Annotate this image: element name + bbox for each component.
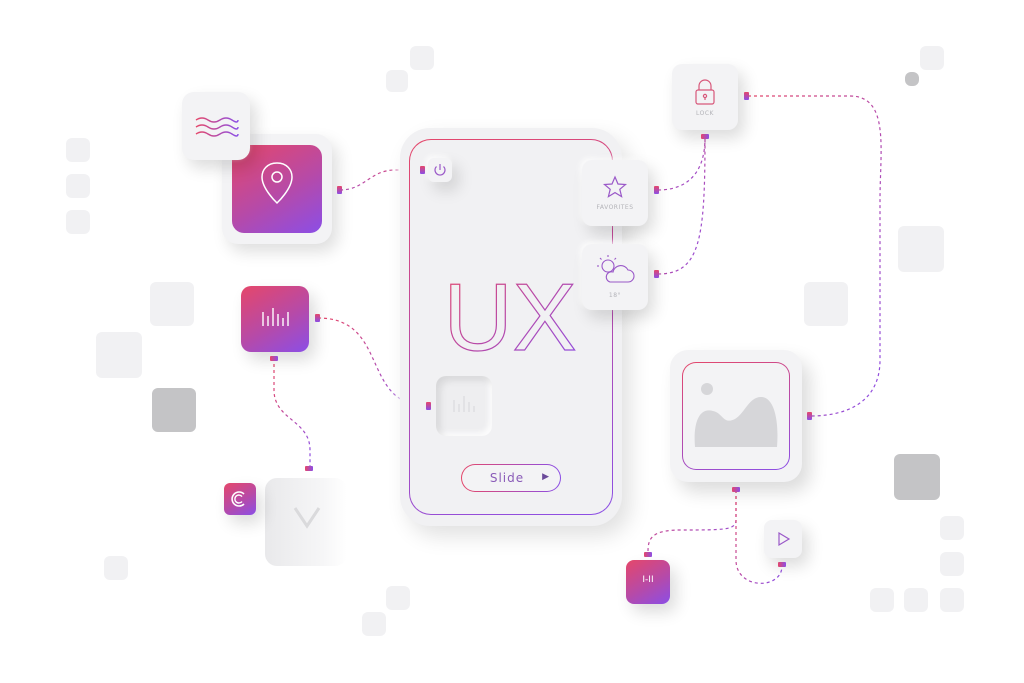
waves-tile[interactable] [182, 92, 250, 160]
slide-label: Slide [489, 471, 525, 485]
power-icon [434, 164, 446, 176]
bg-square [904, 588, 928, 612]
waves-icon [195, 117, 239, 137]
port [807, 412, 812, 420]
port [732, 487, 740, 492]
phone-screen [409, 139, 613, 515]
ghost-tile [265, 478, 347, 566]
port [420, 166, 425, 174]
favorites-label: FAVORITES [596, 204, 634, 211]
image-icon [694, 383, 778, 447]
bg-square-dark [905, 72, 919, 86]
port [305, 466, 313, 471]
bg-square [66, 138, 90, 162]
image-frame [682, 362, 790, 470]
media-label: I-II [642, 575, 654, 585]
port [337, 186, 342, 194]
port [654, 186, 659, 194]
bg-square [940, 516, 964, 540]
bg-square [898, 226, 944, 272]
chevron-mark-icon [293, 507, 321, 529]
equalizer-ghost-icon [453, 396, 475, 412]
lock-card[interactable]: LOCK [672, 64, 738, 130]
bg-square [940, 552, 964, 576]
port [644, 552, 652, 557]
weather-card[interactable]: 18° [582, 244, 648, 310]
equalizer-icon [262, 308, 289, 326]
bg-square [96, 332, 142, 378]
weather-icon [597, 255, 635, 283]
play-button[interactable] [764, 520, 802, 558]
wire-weather-lock [657, 137, 706, 275]
copyright-icon [231, 491, 245, 507]
favorites-card[interactable]: FAVORITES [582, 160, 648, 226]
port [315, 314, 320, 322]
power-button[interactable] [428, 158, 452, 182]
ux-headline-text: UX [443, 264, 576, 362]
bg-square [940, 588, 964, 612]
weather-label: 18° [608, 292, 622, 299]
wire-picture-play [735, 490, 783, 584]
port [426, 402, 431, 410]
bg-square [362, 612, 386, 636]
bg-square [870, 588, 894, 612]
wire-lock-picture [748, 95, 882, 417]
copyright-tile[interactable] [224, 483, 256, 515]
port [744, 92, 749, 100]
bg-square [804, 282, 848, 326]
bg-square [66, 174, 90, 198]
bg-square [386, 586, 410, 610]
wire-fav-lock [657, 137, 706, 191]
lock-label: LOCK [696, 110, 714, 117]
equalizer-slot[interactable] [436, 376, 492, 436]
wire-location-power [339, 169, 422, 191]
port [270, 356, 278, 361]
play-icon [778, 531, 791, 547]
ux-headline: UX [443, 263, 578, 362]
slide-button[interactable]: Slide ▶ [461, 464, 561, 492]
bg-square [920, 46, 944, 70]
bg-square-dark [152, 388, 196, 432]
bg-square [386, 70, 408, 92]
bg-square-dark [894, 454, 940, 500]
wire-eq-ghost [273, 358, 311, 468]
media-tile[interactable]: I-II [626, 560, 670, 604]
location-tile-face [232, 145, 322, 233]
lock-icon [695, 79, 715, 105]
location-pin-icon [261, 162, 293, 205]
bg-square [150, 282, 194, 326]
star-icon [602, 175, 628, 198]
equalizer-tile[interactable] [241, 286, 309, 352]
bg-square [410, 46, 434, 70]
port [701, 134, 709, 139]
port [778, 562, 786, 567]
bg-square [66, 210, 90, 234]
chevron-right-icon: ▶ [542, 472, 549, 482]
port [654, 270, 659, 278]
wire-picture-media [647, 490, 737, 553]
bg-square [104, 556, 128, 580]
